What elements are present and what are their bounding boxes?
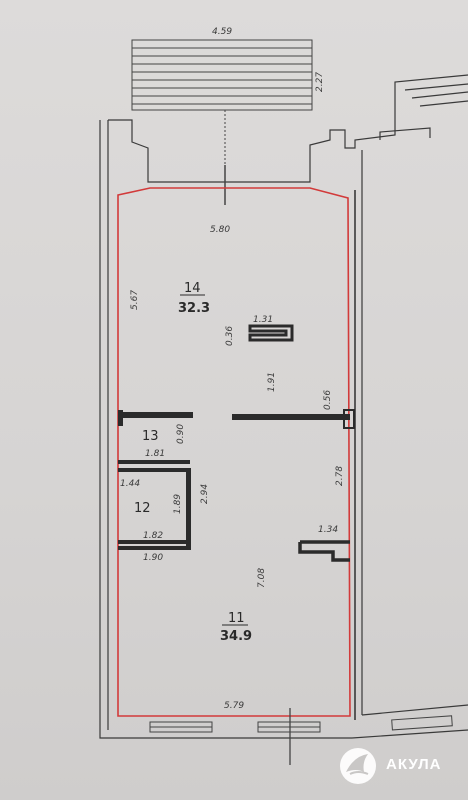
windows [149,708,453,765]
building-walls [99,74,468,739]
dim-r13-width: 1.81 [145,449,165,459]
dim-door-right: 0.56 [323,390,333,410]
dim-r13-height: 0.90 [176,424,186,444]
dim-bottom-width: 5.79 [224,701,244,711]
dim-column-top-h: 0.36 [225,326,235,346]
dim-stairs-depth: 2.27 [315,72,325,92]
room-14-number: 14 [184,281,201,296]
dim-column-top-w: 1.31 [253,315,273,325]
dim-r12-bottom-outer: 1.90 [143,553,163,563]
room-11-number: 11 [228,611,245,626]
dim-r12-side: 2.94 [200,484,210,504]
room-13-number: 13 [142,429,159,444]
dim-r12-bottom-inner: 1.82 [143,531,163,541]
dim-mid-height: 1.91 [267,372,277,392]
premises-outline [117,187,351,717]
dim-left-height: 5.67 [130,290,140,310]
brand-name: АКУЛА [386,756,442,773]
dim-column-bottom-w: 1.34 [318,525,338,535]
room-14-area: 32.3 [178,301,210,316]
dim-r12-top: 1.44 [120,479,140,489]
brand-logo [336,740,464,790]
shark-logo-icon [340,748,376,784]
room-12-number: 12 [134,501,151,516]
interior-walls [118,324,355,562]
stairs [131,39,313,205]
dim-lower-height: 7.08 [257,568,267,588]
dim-r12-height: 1.89 [173,494,183,514]
dim-top-width: 5.80 [210,225,230,235]
dim-right-height: 2.78 [335,466,345,486]
room-11-area: 34.9 [220,629,252,644]
dim-stairs-width: 4.59 [212,27,232,37]
